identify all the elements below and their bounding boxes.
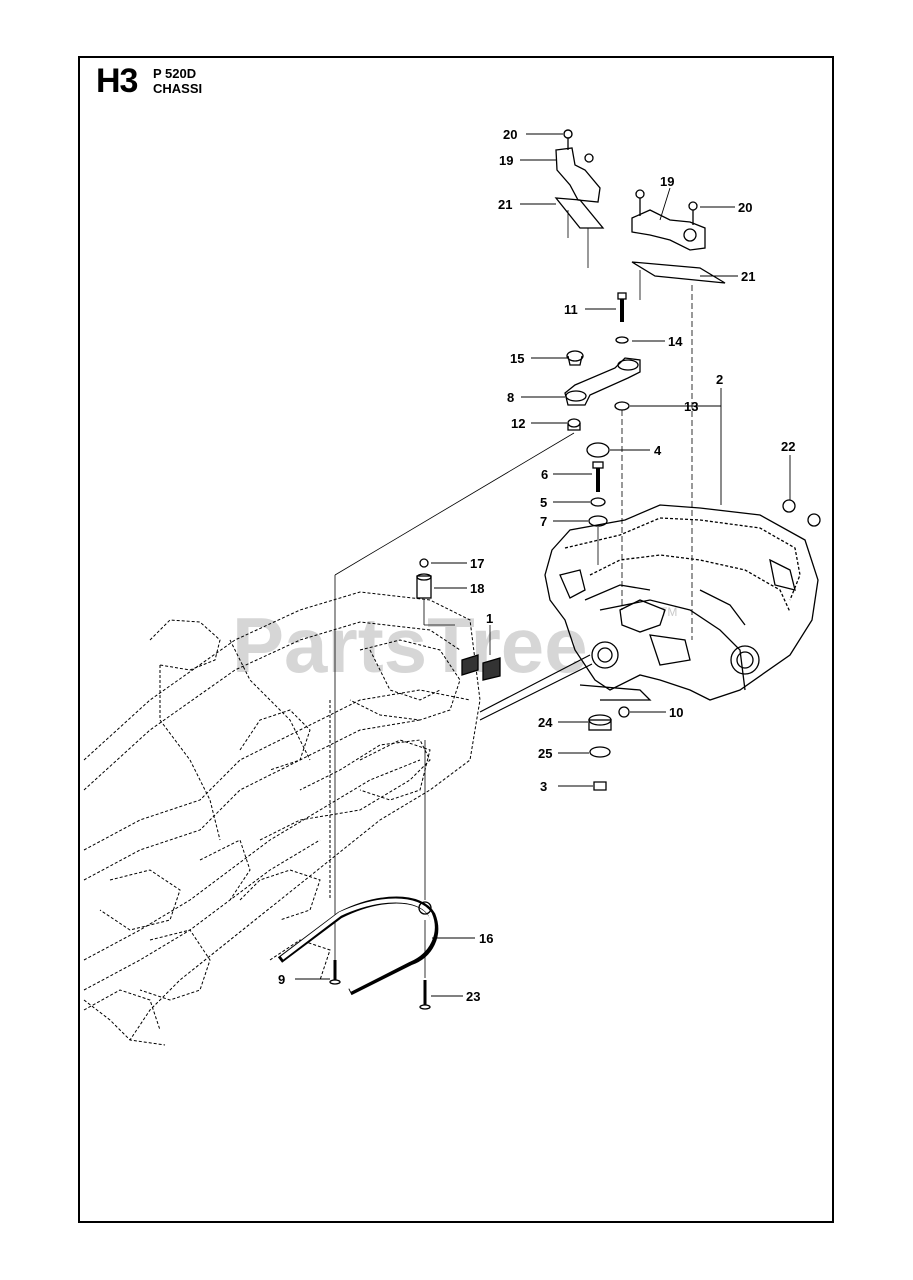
callout-19-left: 19	[499, 153, 513, 168]
watermark-tm: TM	[660, 605, 677, 619]
leader-lines	[295, 133, 791, 997]
callout-4: 4	[654, 443, 662, 458]
diagram-frame	[78, 56, 834, 1223]
callout-6: 6	[541, 467, 548, 482]
callout-2: 2	[716, 372, 723, 387]
chassis-body	[544, 504, 819, 701]
page-title: CHASSI	[153, 81, 203, 96]
tractor-frame	[83, 591, 481, 1046]
callout-labels: 20 19 21 19 20 21 11 14 15 8 13 2 12 4 2…	[278, 127, 795, 1004]
callout-21-left: 21	[498, 197, 512, 212]
callout-18: 18	[470, 581, 484, 596]
steering-rod	[479, 654, 593, 721]
callout-20-right: 20	[738, 200, 752, 215]
model-name: P 520D	[153, 66, 197, 81]
callout-14: 14	[668, 334, 683, 349]
bracket-19-left	[555, 147, 601, 203]
callout-21-right: 21	[741, 269, 755, 284]
callout-3: 3	[540, 779, 547, 794]
callout-22: 22	[781, 439, 795, 454]
bracket-19-right	[631, 209, 706, 251]
callout-20-left: 20	[503, 127, 517, 142]
callout-5: 5	[540, 495, 547, 510]
callout-15: 15	[510, 351, 524, 366]
callout-12: 12	[511, 416, 525, 431]
callout-13: 13	[684, 399, 698, 414]
callout-16: 16	[479, 931, 493, 946]
callout-19-right: 19	[660, 174, 674, 189]
callout-17: 17	[470, 556, 484, 571]
callout-25: 25	[538, 746, 552, 761]
section-code: H3	[96, 62, 138, 100]
callout-8: 8	[507, 390, 514, 405]
plate-21-left	[554, 197, 605, 229]
parts-group	[277, 129, 821, 1010]
callout-9: 9	[278, 972, 285, 987]
tube-16	[277, 896, 439, 996]
callout-10: 10	[669, 705, 683, 720]
steering-link	[564, 357, 641, 406]
callout-7: 7	[540, 514, 547, 529]
callout-24: 24	[538, 715, 553, 730]
callout-23: 23	[466, 989, 480, 1004]
watermark: PartsTree	[232, 601, 588, 689]
plate-21-right	[631, 261, 726, 284]
callout-11: 11	[564, 302, 578, 317]
callout-1: 1	[486, 611, 493, 626]
